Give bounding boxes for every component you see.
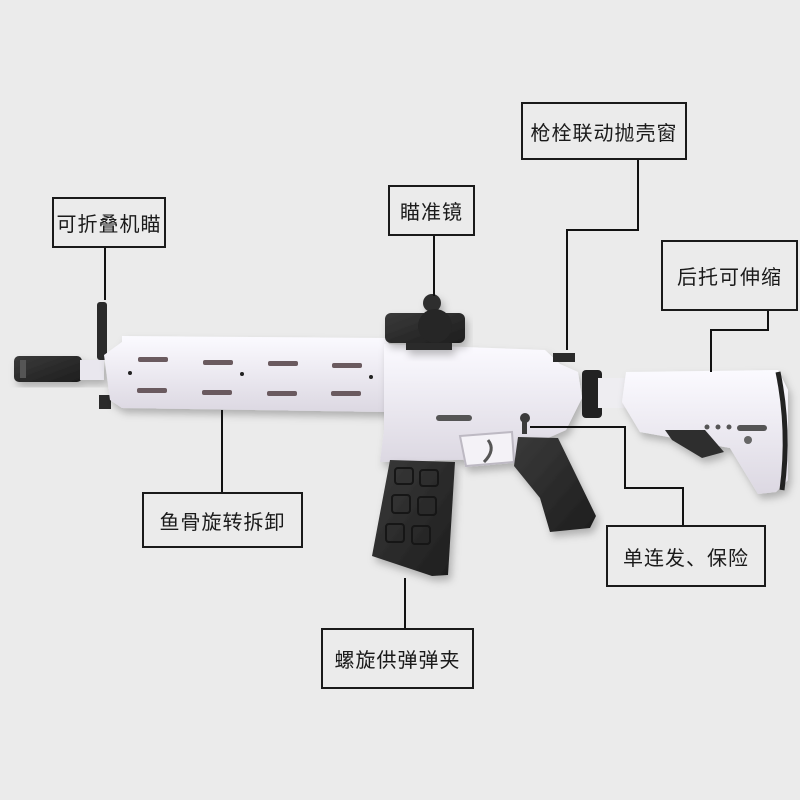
stock-icon bbox=[622, 370, 788, 494]
callout-folding-sight: 可折叠机瞄 bbox=[52, 197, 166, 248]
callout-scope: 瞄准镜 bbox=[388, 185, 475, 236]
leader-selector bbox=[530, 426, 684, 525]
flash-hider-icon bbox=[14, 356, 104, 382]
rail-handguard-icon bbox=[104, 336, 392, 412]
leader-bolt-ejection bbox=[566, 160, 639, 350]
scope-icon bbox=[385, 294, 465, 350]
front-sight-icon bbox=[97, 302, 111, 409]
callout-magazine: 螺旋供弹弹夹 bbox=[321, 628, 474, 689]
callout-rail-handguard: 鱼骨旋转拆卸 bbox=[142, 492, 303, 548]
callout-bolt-ejection: 枪栓联动抛壳窗 bbox=[521, 102, 687, 160]
magazine-icon bbox=[372, 460, 455, 576]
pistol-grip-icon bbox=[514, 437, 596, 532]
leader-stock bbox=[710, 311, 769, 372]
rear-sight-icon bbox=[553, 353, 575, 362]
callout-fire-selector: 单连发、保险 bbox=[606, 525, 766, 587]
leader-lines bbox=[104, 160, 769, 628]
callout-stock: 后托可伸缩 bbox=[661, 240, 798, 311]
receiver-icon bbox=[380, 344, 582, 468]
